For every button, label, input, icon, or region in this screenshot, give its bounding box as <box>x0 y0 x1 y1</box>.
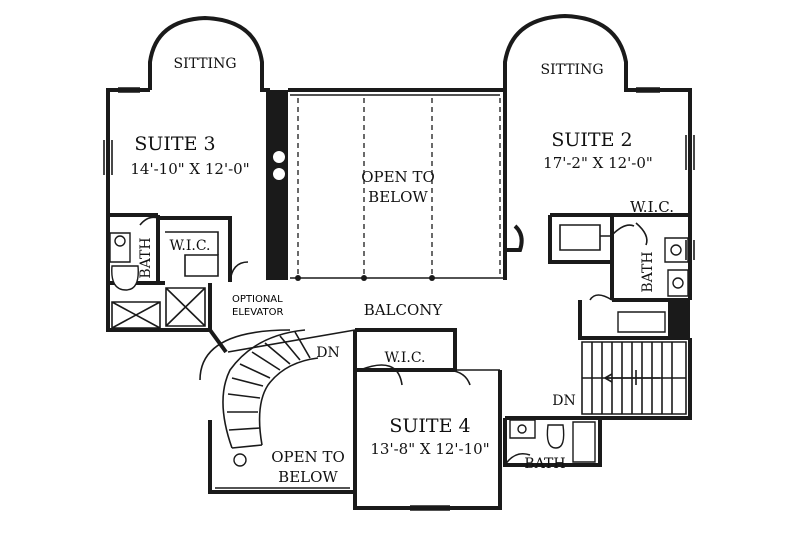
windows-left <box>103 87 140 175</box>
dn-left-label: DN <box>316 345 339 361</box>
stairs-left <box>222 329 319 467</box>
bath-left-label: BATH <box>138 237 154 278</box>
sitting-right-label: SITTING <box>540 62 603 78</box>
balcony-area <box>199 328 502 510</box>
dn-right-label: DN <box>552 393 575 409</box>
suite-3-walls <box>106 15 270 332</box>
bath-bottom-label: BATH <box>524 456 565 472</box>
windows-right <box>636 87 695 260</box>
elevator-line2: ELEVATOR <box>232 307 283 318</box>
suite-4-label: SUITE 4 <box>389 415 470 437</box>
open-to-below-bottom-walls <box>208 420 355 494</box>
suite-2-walls <box>503 13 692 340</box>
bath-right-label: BATH <box>640 251 656 292</box>
sitting-left-label: SITTING <box>173 56 236 72</box>
open-top-line1: OPEN TO <box>361 168 435 186</box>
open-bottom-line2: BELOW <box>278 468 338 486</box>
suite-4-bath <box>503 418 602 467</box>
suite-3-label: SUITE 3 <box>134 133 215 155</box>
elevator-line1: OPTIONAL <box>232 294 283 305</box>
wic-bottom-label: W.I.C. <box>384 350 425 366</box>
open-bottom-line1: OPEN TO <box>271 448 345 466</box>
balcony-label: BALCONY <box>364 301 444 319</box>
open-to-below-top <box>266 88 507 281</box>
suite-2-label: SUITE 2 <box>551 129 632 151</box>
suite-2-size: 17'-2" X 12'-0" <box>543 154 653 172</box>
open-top-line2: BELOW <box>368 188 428 206</box>
wic-left-label: W.I.C. <box>169 238 210 254</box>
wic-right-label: W.I.C. <box>630 198 674 216</box>
suite-4-size: 13'-8" X 12'-10" <box>370 440 489 458</box>
windows-bottom <box>410 505 450 511</box>
suite-3-size: 14'-10" X 12'-0" <box>130 160 249 178</box>
stairs-right <box>505 338 692 420</box>
